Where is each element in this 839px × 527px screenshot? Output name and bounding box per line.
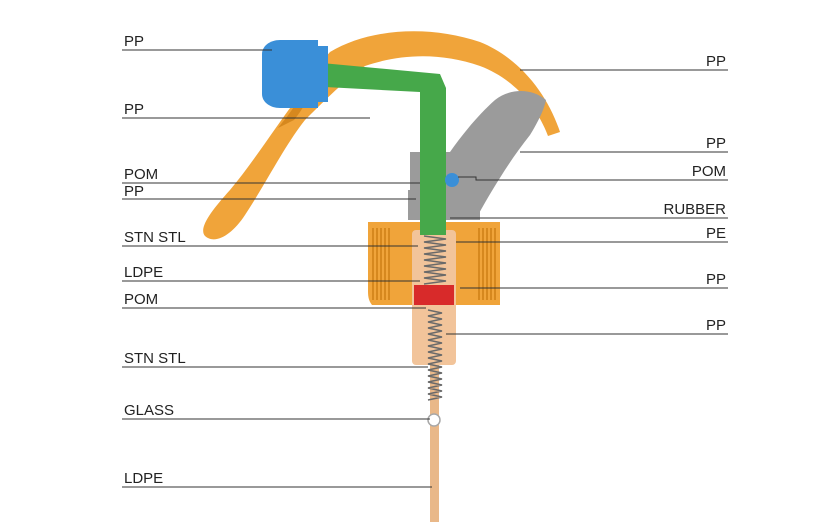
glass-ball <box>427 413 441 427</box>
spring-coil <box>427 309 443 401</box>
nozzle-icon <box>262 40 318 108</box>
label-right-0: PP <box>706 53 726 70</box>
label-left-2: POM <box>124 166 158 183</box>
cap-ribs <box>372 228 496 300</box>
label-left-1: PP <box>124 101 144 118</box>
nozzle-grip <box>318 46 328 102</box>
labels-left: PP PP POM PP STN STL LDPE POM STN STL GL… <box>122 33 432 488</box>
label-right-2: POM <box>692 163 726 180</box>
cap-rib <box>372 228 374 300</box>
piston-seal <box>414 285 454 305</box>
label-left-3: PP <box>124 183 144 200</box>
label-left-0: PP <box>124 33 144 50</box>
label-left-9: LDPE <box>124 470 163 487</box>
label-right-1: PP <box>706 135 726 152</box>
label-left-8: GLASS <box>124 402 174 419</box>
labels-right: PP PP POM RUBBER PE PP PP <box>446 53 728 335</box>
cap-rib <box>494 228 496 300</box>
label-left-6: POM <box>124 291 158 308</box>
cap-rib <box>380 228 382 300</box>
label-right-4: PE <box>706 225 726 242</box>
label-right-6: PP <box>706 317 726 334</box>
dip-tube <box>430 360 439 522</box>
label-right-3: RUBBER <box>663 201 726 218</box>
cap-rib <box>388 228 390 300</box>
cap-rib <box>478 228 480 300</box>
leader-right-2 <box>458 176 728 181</box>
label-left-4: STN STL <box>124 229 186 246</box>
cap-rib <box>384 228 386 300</box>
trigger-arm <box>203 31 560 240</box>
cap-rib <box>376 228 378 300</box>
cap-rib <box>486 228 488 300</box>
label-left-7: STN STL <box>124 350 186 367</box>
label-right-5: PP <box>706 271 726 288</box>
cap-rib <box>482 228 484 300</box>
cap-rib <box>490 228 492 300</box>
spring-icon <box>423 235 447 401</box>
ball-valve-icon <box>445 173 459 187</box>
label-left-5: LDPE <box>124 264 163 281</box>
spring-coil <box>423 235 447 285</box>
